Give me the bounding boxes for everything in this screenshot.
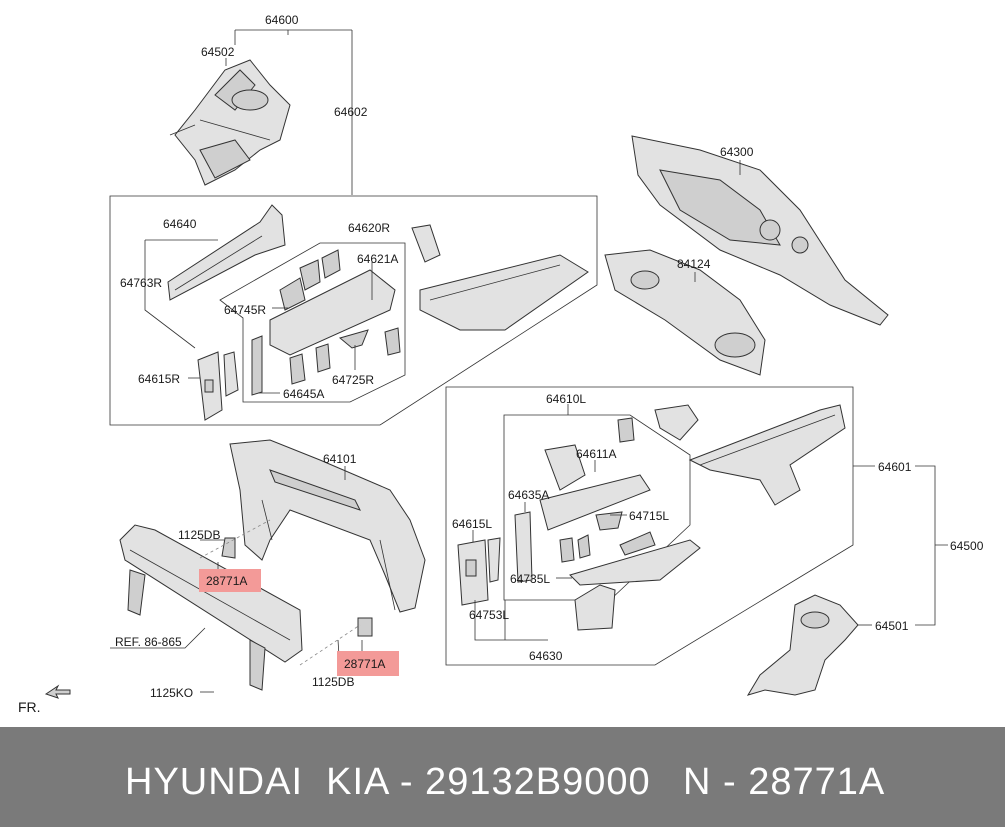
label-64645A: 64645A <box>283 387 324 401</box>
group-box-64602 <box>109 195 598 426</box>
label-64620R: 64620R <box>348 221 390 235</box>
parts-diagram: 64600 64502 64602 64300 84124 64640 6462… <box>18 13 984 715</box>
part-bumper-beam-shape <box>119 524 373 691</box>
label-64763R: 64763R <box>120 276 162 290</box>
label-64611A: 64611A <box>576 447 616 461</box>
label-28771A-left: 28771A <box>206 574 247 588</box>
footer-oem-number: N - 28771A <box>683 761 886 803</box>
label-1125DB-bottom: 1125DB <box>312 675 354 689</box>
label-64615R: 64615R <box>138 372 180 386</box>
part-64615R-shape <box>197 351 239 421</box>
label-64725R: 64725R <box>332 373 374 387</box>
highlight-28771A-left <box>199 569 261 592</box>
part-64502-shape <box>169 59 291 186</box>
label-64601: 64601 <box>878 460 912 474</box>
label-64300: 64300 <box>720 145 754 159</box>
footer-brand-part-number: HYUNDAI KIA - 29132B9000 <box>125 761 651 803</box>
label-ref: REF. 86-865 <box>115 635 182 649</box>
dash-guide-right <box>299 624 361 666</box>
leader-ref <box>110 627 206 649</box>
part-84124-shape <box>604 249 766 376</box>
label-64630: 64630 <box>529 649 563 663</box>
dash-guide-left <box>199 519 271 559</box>
label-64602: 64602 <box>334 105 368 119</box>
leader-64601 <box>853 465 948 626</box>
label-64715L: 64715L <box>629 509 669 523</box>
label-64745R: 64745R <box>224 303 266 317</box>
part-64300-shape <box>631 135 889 326</box>
part-64601-shapes <box>457 404 846 631</box>
leader-64600 <box>234 29 353 195</box>
part-64101-shape <box>229 439 426 613</box>
label-64502: 64502 <box>201 45 235 59</box>
label-64640: 64640 <box>163 217 197 231</box>
part-64640-shape <box>167 204 286 301</box>
highlight-28771A-right <box>337 651 399 676</box>
label-64735L: 64735L <box>510 572 550 586</box>
label-64600: 64600 <box>265 13 299 27</box>
label-64753L: 64753L <box>469 608 509 622</box>
label-64615L: 64615L <box>452 517 492 531</box>
front-arrow-icon <box>44 684 71 699</box>
label-64500: 64500 <box>950 539 984 553</box>
label-64621A-top: 64621A <box>357 252 398 266</box>
footer-banner: HYUNDAI KIA - 29132B9000 N - 28771A <box>0 727 1005 827</box>
label-fr: FR. <box>18 699 41 715</box>
group-box-64601 <box>445 386 854 666</box>
label-84124: 84124 <box>677 257 711 271</box>
part-64501-shape <box>746 594 859 696</box>
label-64501: 64501 <box>875 619 909 633</box>
leader-64640 <box>144 239 218 349</box>
label-28771A-right: 28771A <box>344 657 385 671</box>
label-1125KO: 1125KO <box>150 686 193 700</box>
group-box-64620R <box>219 242 406 403</box>
label-64101: 64101 <box>323 452 357 466</box>
leader-64753L <box>474 600 548 641</box>
group-box-64610L <box>503 414 691 601</box>
label-1125DB-top: 1125DB <box>178 528 220 542</box>
label-64635A: 64635A <box>508 488 549 502</box>
label-64610L: 64610L <box>546 392 586 406</box>
part-64620R-shapes <box>251 224 589 396</box>
